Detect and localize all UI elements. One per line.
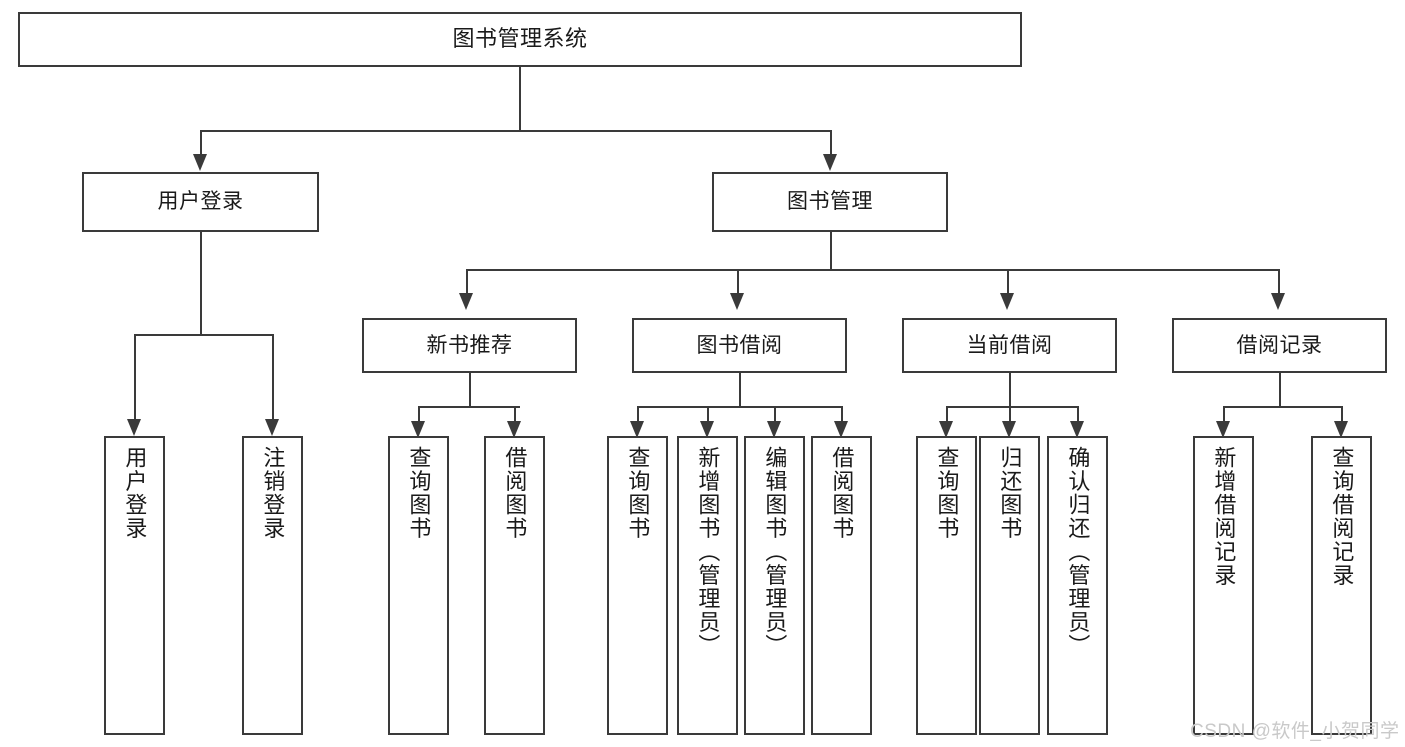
arrowhead-level3-2	[730, 293, 744, 310]
leaf-label: 编辑图书（管理员）	[762, 446, 788, 658]
leaf-label: 注销登录	[260, 446, 286, 540]
leaf-borrow-query-book[interactable]: 查询图书	[607, 436, 668, 735]
arrowhead-recommend-2	[507, 421, 521, 438]
leaf-recommend-borrow-book[interactable]: 借阅图书	[484, 436, 545, 735]
leaf-borrow-add-book-admin[interactable]: 新增图书（管理员）	[677, 436, 738, 735]
connector-level3-drop-3	[1007, 269, 1009, 294]
connector-current-drop-3	[1077, 406, 1079, 422]
node-label: 当前借阅	[966, 333, 1053, 357]
arrowhead-record-1	[1216, 421, 1230, 438]
leaf-label: 确认归还（管理员）	[1065, 446, 1091, 658]
node-root-system[interactable]: 图书管理系统	[18, 12, 1022, 67]
connector-borrow-drop-1	[637, 406, 639, 422]
leaf-label: 查询借阅记录	[1329, 446, 1355, 587]
arrowhead-user-login-2	[265, 419, 279, 436]
arrowhead-borrow-2	[700, 421, 714, 438]
node-label: 用户登录	[157, 190, 244, 214]
node-current-borrow[interactable]: 当前借阅	[902, 318, 1117, 373]
connector-level3-bus	[466, 269, 1280, 271]
node-new-book-recommend[interactable]: 新书推荐	[362, 318, 577, 373]
leaf-label: 借阅图书	[502, 446, 528, 540]
arrowhead-level3-4	[1271, 293, 1285, 310]
leaf-label: 查询图书	[406, 446, 432, 540]
connector-user-login-bus	[134, 334, 274, 336]
connector-level2-bus	[200, 130, 830, 132]
leaf-user-login-login[interactable]: 用户登录	[104, 436, 165, 735]
arrowhead-borrow-1	[630, 421, 644, 438]
connector-borrow-bus	[637, 406, 842, 408]
leaf-borrow-borrow-book[interactable]: 借阅图书	[811, 436, 872, 735]
arrowhead-borrow-4	[834, 421, 848, 438]
connector-recommend-bus	[418, 406, 520, 408]
connector-recommend-drop-2	[514, 406, 516, 422]
connector-borrow-stem	[739, 373, 741, 406]
connector-recommend-stem	[469, 373, 471, 406]
connector-book-mgmt-stem	[830, 232, 832, 269]
arrowhead-current-1	[939, 421, 953, 438]
node-book-management[interactable]: 图书管理	[712, 172, 948, 232]
connector-current-drop-1	[946, 406, 948, 422]
arrowhead-level3-3	[1000, 293, 1014, 310]
connector-record-stem	[1279, 373, 1281, 406]
arrowhead-recommend-1	[411, 421, 425, 438]
leaf-recommend-query-book[interactable]: 查询图书	[388, 436, 449, 735]
arrowhead-user-login-1	[127, 419, 141, 436]
arrowhead-level2-2	[823, 154, 837, 171]
leaf-record-query-record[interactable]: 查询借阅记录	[1311, 436, 1372, 735]
node-borrow-record[interactable]: 借阅记录	[1172, 318, 1387, 373]
leaf-label: 查询图书	[625, 446, 651, 540]
connector-record-drop-2	[1341, 406, 1343, 422]
connector-recommend-drop-1	[418, 406, 420, 422]
leaf-label: 用户登录	[122, 446, 148, 540]
node-book-borrow[interactable]: 图书借阅	[632, 318, 847, 373]
connector-current-drop-2	[1009, 406, 1011, 422]
connector-level2-drop-2	[830, 130, 832, 155]
connector-level3-drop-2	[737, 269, 739, 294]
connector-current-stem	[1009, 373, 1011, 406]
leaf-label: 新增图书（管理员）	[695, 446, 721, 658]
connector-record-drop-1	[1223, 406, 1225, 422]
arrowhead-level3-1	[459, 293, 473, 310]
node-label: 借阅记录	[1236, 333, 1323, 357]
node-user-login[interactable]: 用户登录	[82, 172, 319, 232]
leaf-current-confirm-return-admin[interactable]: 确认归还（管理员）	[1047, 436, 1108, 735]
arrowhead-record-2	[1334, 421, 1348, 438]
connector-level3-drop-4	[1278, 269, 1280, 294]
leaf-current-return-book[interactable]: 归还图书	[979, 436, 1040, 735]
connector-user-login-drop-1	[134, 334, 136, 420]
node-label: 图书借阅	[696, 333, 783, 357]
connector-record-bus	[1223, 406, 1341, 408]
connector-root-stem	[519, 67, 521, 130]
node-label: 图书管理	[787, 190, 873, 214]
connector-user-login-stem	[200, 232, 202, 334]
connector-borrow-drop-3	[774, 406, 776, 422]
connector-borrow-drop-2	[707, 406, 709, 422]
connector-user-login-drop-2	[272, 334, 274, 420]
leaf-current-query-book[interactable]: 查询图书	[916, 436, 977, 735]
leaf-user-login-logout[interactable]: 注销登录	[242, 436, 303, 735]
leaf-label: 借阅图书	[829, 446, 855, 540]
connector-level2-drop-1	[200, 130, 202, 155]
connector-borrow-drop-4	[841, 406, 843, 422]
leaf-label: 新增借阅记录	[1211, 446, 1237, 587]
connector-level3-drop-1	[466, 269, 468, 294]
csdn-watermark: CSDN @软件_小贺同学	[1190, 721, 1400, 742]
arrowhead-current-2	[1002, 421, 1016, 438]
node-label: 图书管理系统	[452, 26, 588, 52]
connector-current-bus	[946, 406, 1078, 408]
leaf-label: 查询图书	[934, 446, 960, 540]
leaf-label: 归还图书	[997, 446, 1023, 540]
node-label: 新书推荐	[426, 333, 513, 357]
leaf-record-add-record[interactable]: 新增借阅记录	[1193, 436, 1254, 735]
arrowhead-current-3	[1070, 421, 1084, 438]
arrowhead-level2-1	[193, 154, 207, 171]
arrowhead-borrow-3	[767, 421, 781, 438]
leaf-borrow-edit-book-admin[interactable]: 编辑图书（管理员）	[744, 436, 805, 735]
